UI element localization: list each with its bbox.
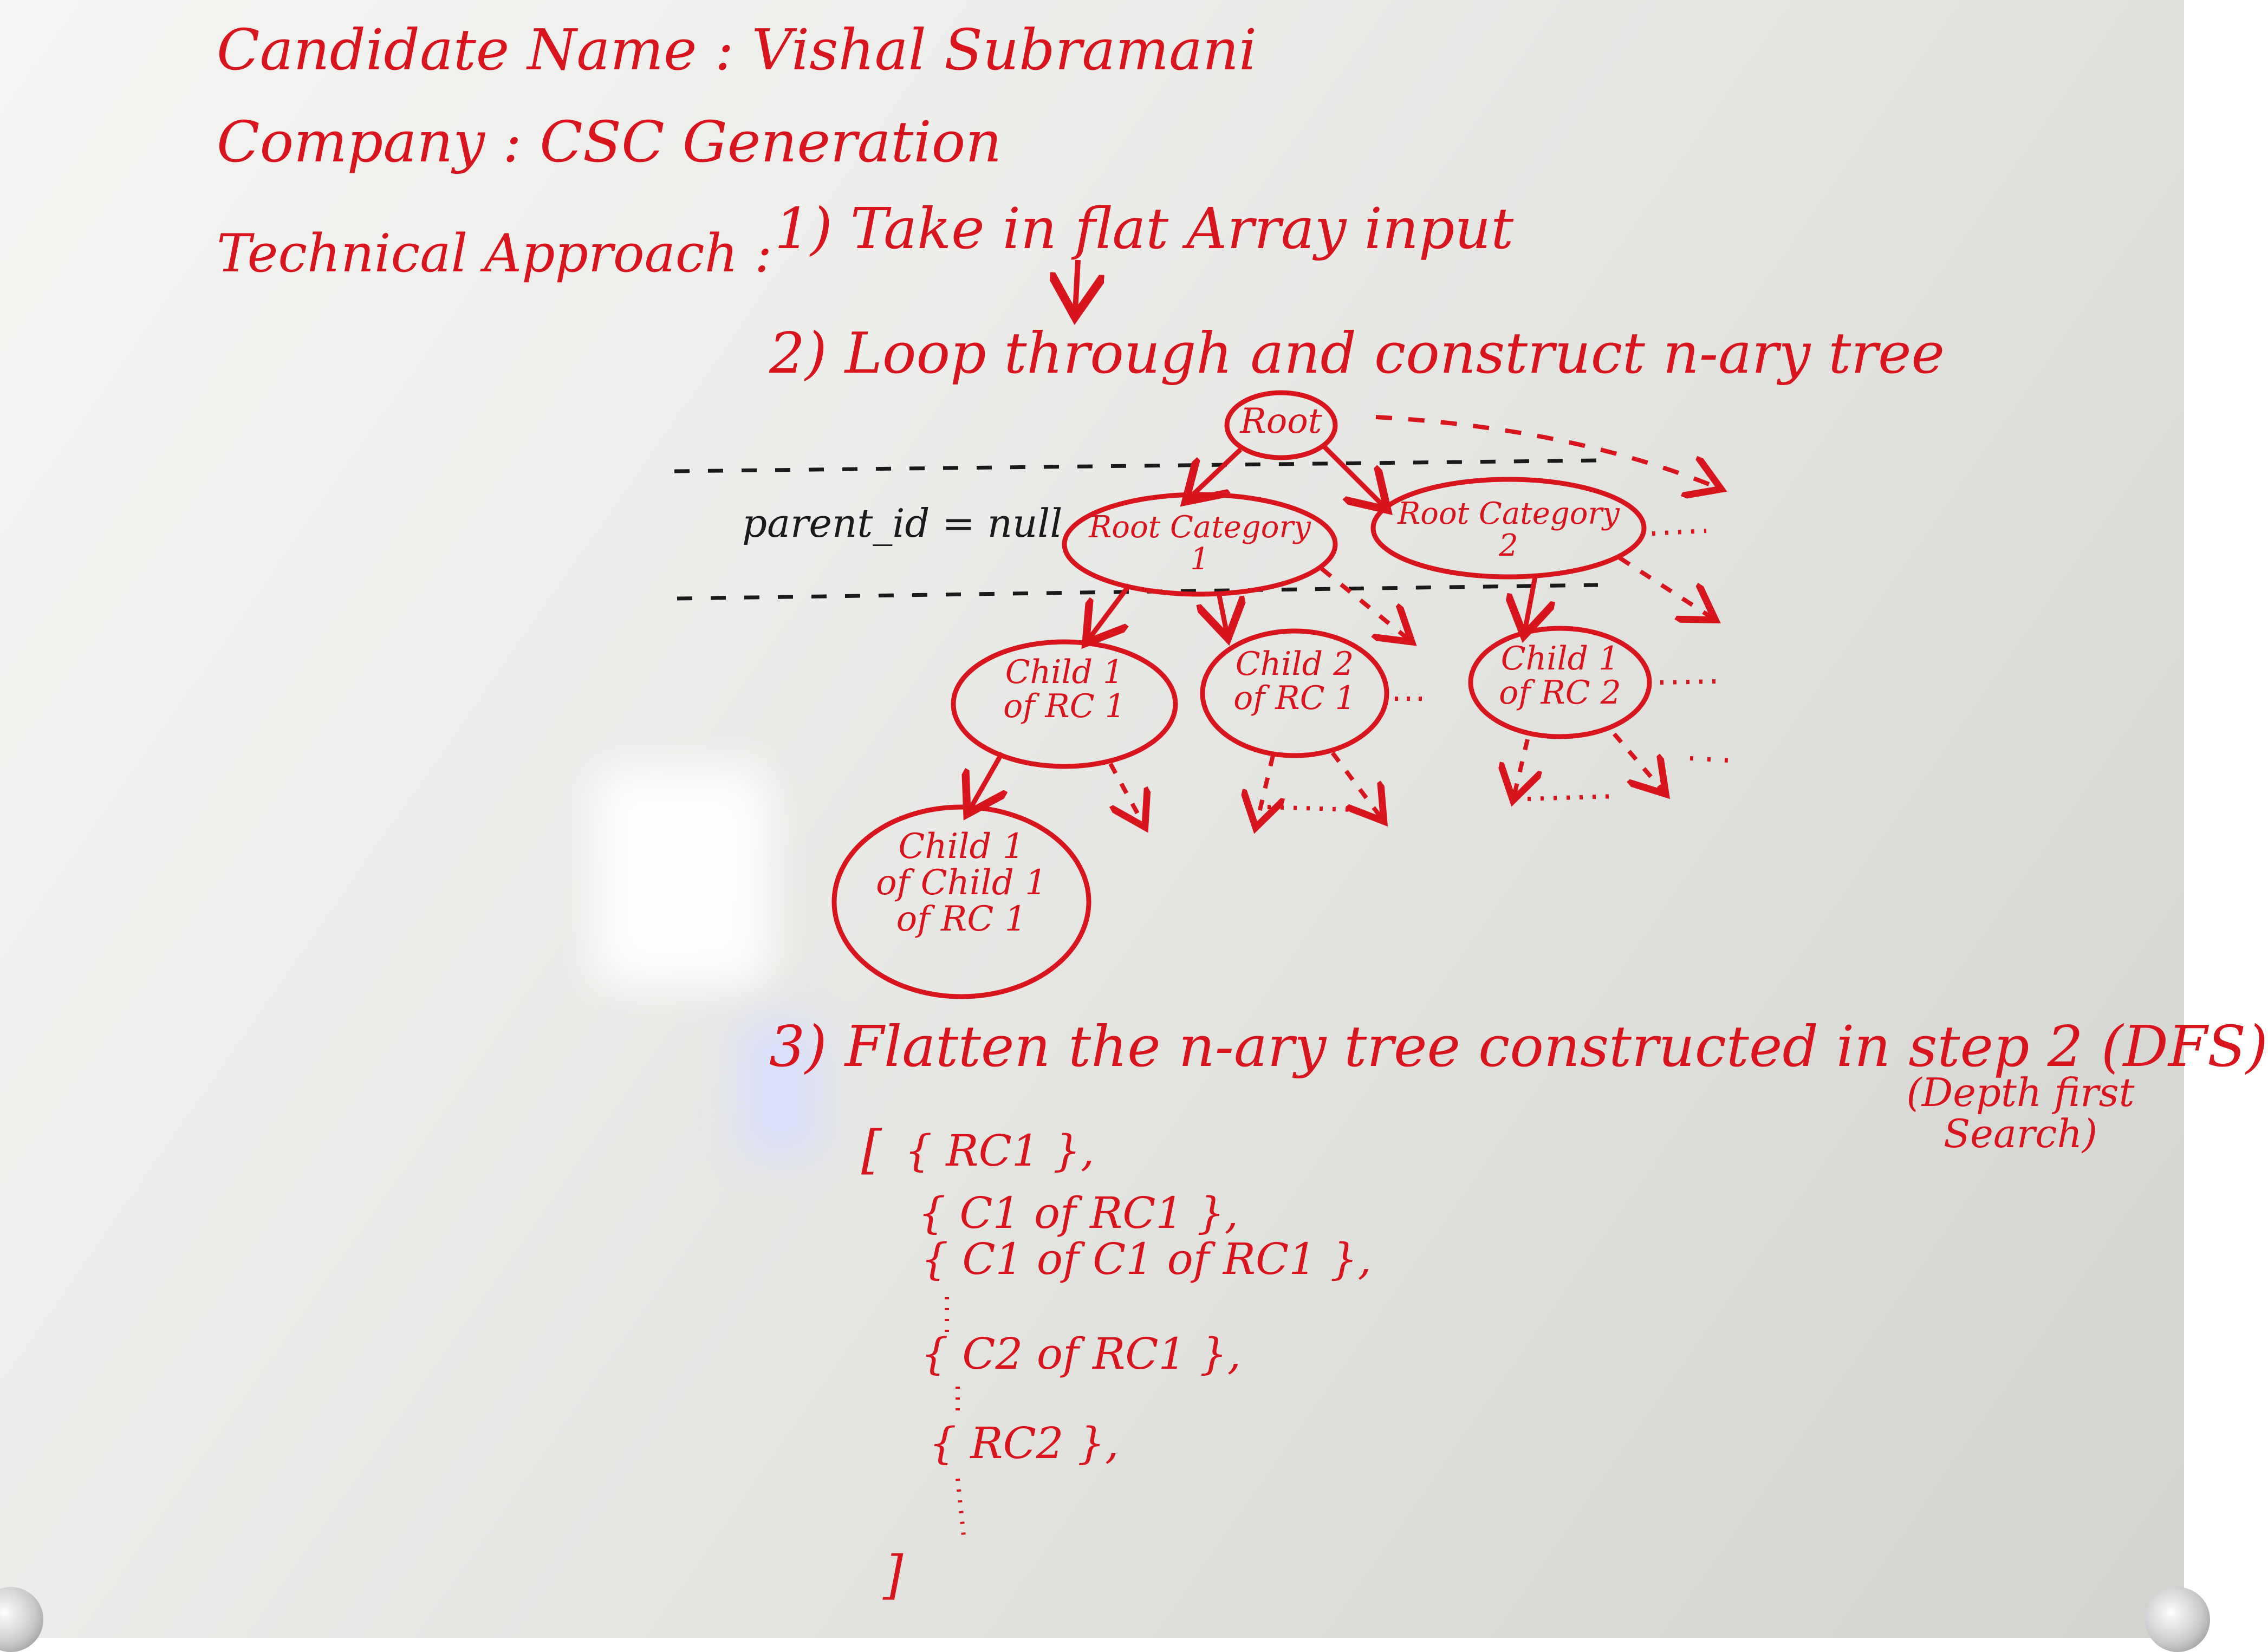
node-c1rc1-outline: [951, 639, 1178, 769]
edge-c1rc1-c1c1rc1: [970, 751, 1002, 810]
light-reflection: [596, 769, 769, 986]
edge-rc1-c2: [1219, 593, 1227, 634]
node-child1-of-rc1: Child 1 of RC 1: [1003, 653, 1126, 725]
edge-root-rc2: [1320, 442, 1384, 506]
node-child2-of-rc1: Child 2 of RC 1: [1233, 645, 1356, 717]
node-c1rc2-outline: [1468, 626, 1652, 739]
step1-to-step2-arrow: [1075, 259, 1078, 311]
mount-screw-right: [2145, 1587, 2210, 1652]
light-reflection-blue: [737, 1018, 823, 1159]
c-siblings-dots-3: [1689, 756, 1739, 763]
technical-approach-label: Technical Approach :: [217, 223, 772, 284]
tree-sketch: [674, 259, 1739, 1542]
edge-rc1-more: [1320, 567, 1408, 639]
node-child1-of-rc2: Child 1 of RC 2: [1499, 640, 1621, 712]
edge-rc1-c1: [1089, 583, 1132, 639]
edge-c1rc1-more: [1108, 763, 1143, 823]
company-name: Company : CSC Generation: [217, 109, 1002, 175]
edge-root-more: [1375, 415, 1717, 487]
rc-siblings-dots: [1652, 529, 1707, 536]
node-root-category-1: Root Category 1: [1089, 510, 1311, 577]
edge-rc2-c1: [1525, 574, 1536, 631]
c-siblings-dots-2: [1660, 679, 1718, 685]
level-line-top: [674, 458, 1598, 473]
flattened-item-c1-of-rc1: { C1 of RC1 },: [918, 1188, 1239, 1238]
step-1: 1) Take in flat Array input: [775, 196, 1514, 262]
node-root: Root: [1240, 401, 1322, 441]
step-3: 3) Flatten the n-ary tree constructed in…: [769, 1013, 2268, 1079]
node-root-category-2: Root Category 2: [1398, 496, 1620, 563]
step-2: 2) Loop through and construct n-ary tree: [769, 320, 1945, 386]
edge-root-rc1: [1189, 447, 1243, 498]
node-child1-of-child1-of-rc1: Child 1 of Child 1 of RC 1: [876, 827, 1047, 940]
flattened-open-bracket: [: [861, 1120, 882, 1180]
edge-c2rc1-left: [1257, 755, 1273, 823]
edge-c2rc1-right: [1330, 751, 1381, 818]
node-c2rc1-outline: [1200, 628, 1389, 758]
flattened-item-rc2: { RC2 },: [929, 1418, 1119, 1468]
grandchild-dots-1: [1267, 805, 1355, 812]
edge-c1rc2-right: [1612, 732, 1663, 791]
dfs-note: (Depth first Search): [1906, 1070, 2135, 1156]
edge-rc2-more: [1618, 556, 1712, 617]
candidate-name: Candidate Name : Vishal Subramani: [217, 17, 1257, 83]
parent-id-null-note: parent_id = null: [742, 500, 1063, 546]
edge-c1rc2-left: [1514, 739, 1528, 796]
list-dots-3: [956, 1478, 966, 1542]
flattened-item-c2-of-rc1: { C2 of RC1 },: [921, 1329, 1242, 1379]
flattened-item-c1-of-c1-of-rc1: { C1 of C1 of RC1 },: [921, 1234, 1372, 1284]
flattened-item-rc1: { RC1 },: [905, 1126, 1095, 1176]
node-rc2-outline: [1370, 477, 1647, 580]
grandchild-dots-2: [1527, 794, 1615, 801]
node-root-outline: [1224, 390, 1338, 460]
flattened-close-bracket: ]: [883, 1545, 904, 1605]
